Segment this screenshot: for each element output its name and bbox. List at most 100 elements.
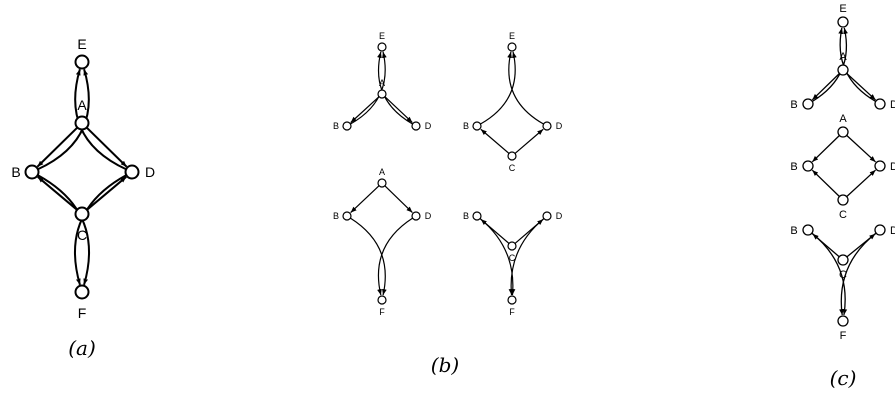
node-label-B: B [790,99,797,111]
edge-C-to-B [480,128,510,154]
node-label-B: B [463,121,469,131]
graph-b-3: B D C F [463,211,563,317]
node-label-C: C [509,163,516,173]
graph-b-2: A B D F [333,167,432,317]
graph-a-0: E A B D C F [11,36,155,321]
node-label-B: B [790,161,797,173]
node-D [542,121,552,131]
edge-A-to-D [85,126,128,168]
node-label-C: C [509,253,516,263]
node-label-C: C [77,227,87,243]
node-B [342,211,352,221]
node-label-F: F [840,330,847,342]
node-B [472,211,482,221]
caption-b: (b) [431,353,459,377]
node-B [24,164,40,180]
node-label-A: A [839,113,847,125]
edge-B-to-F [350,217,387,296]
node-D [874,98,886,110]
node-label-F: F [379,307,385,317]
edge-A-to-B [36,126,79,168]
edge-B-to-E [480,51,517,125]
node-C [837,194,849,206]
node-label-B: B [463,211,469,221]
edge-B-to-F [479,218,516,296]
node-label-D: D [556,211,563,221]
node-F [507,295,517,305]
edge-A-to-D [384,185,413,213]
node-label-D: D [425,211,432,221]
edge-A-to-D [846,72,877,101]
edge-D-to-F [839,232,877,316]
node-A [377,89,387,99]
panel-captions: (a) (b) (c) [68,336,856,390]
node-C [74,206,90,222]
edge-C-to-B [37,176,78,211]
edge-A-to-D [384,96,413,124]
edge-D-to-F [377,217,413,296]
node-A [837,64,849,76]
node-label-E: E [379,31,385,41]
edge-A-to-B [350,185,380,214]
node-label-B: B [333,121,339,131]
node-label-B: B [333,211,339,221]
node-label-B: B [11,164,20,180]
node-E [837,16,849,28]
node-D [874,224,886,236]
edge-A-to-B [350,96,380,124]
node-label-F: F [509,307,515,317]
node-D [411,211,421,221]
node-label-A: A [77,97,87,113]
node-label-F: F [78,305,87,321]
edge-C-to-D [514,128,544,154]
node-D [874,160,886,172]
node-label-C: C [839,209,847,221]
edge-D-to-F [508,218,545,296]
node-label-D: D [556,121,563,131]
node-label-B: B [790,225,797,237]
node-A [377,178,387,188]
node-label-D: D [425,121,432,131]
node-D [542,211,552,221]
edge-D-to-E [507,51,544,125]
node-A [837,126,849,138]
edge-A-to-B [811,135,840,163]
node-B [802,98,814,110]
node-B [802,160,814,172]
node-label-A: A [379,167,385,177]
node-C [507,151,517,161]
node-label-C: C [839,269,847,281]
node-label-E: E [839,3,846,15]
graph-c-0: E A B D [790,3,895,111]
node-label-D: D [145,164,155,180]
node-E [377,42,387,52]
panel-a: E A B D C F [11,36,155,321]
caption-c: (c) [830,366,857,390]
node-C [507,241,517,251]
edge-A-to-B [811,73,840,101]
node-F [74,284,90,300]
node-F [377,295,387,305]
node-label-E: E [77,36,86,52]
node-A [74,115,90,131]
node-label-D: D [890,99,895,111]
edge-C-to-B [811,169,840,197]
node-D [411,121,421,131]
edge-C-to-D [846,169,877,198]
graph-b-0: E A B D [333,31,432,131]
node-F [837,315,849,327]
node-label-A: A [379,78,385,88]
caption-a: (a) [68,336,96,360]
node-B [472,121,482,131]
node-D [124,164,140,180]
node-B [342,121,352,131]
edge-B-to-F [811,232,848,316]
node-label-A: A [839,51,847,63]
node-C [837,254,849,266]
